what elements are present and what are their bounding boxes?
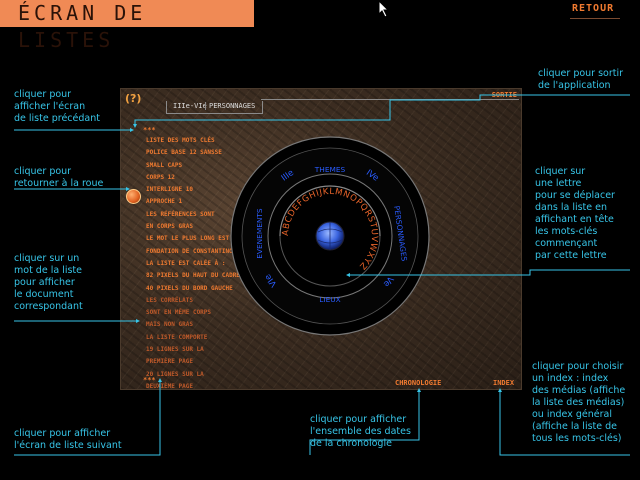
annotation-back-to-wheel: cliquer pour retourner à la roue [14,166,104,189]
list-item[interactable]: SMALL CAPS [146,161,183,169]
list-item[interactable]: DEUXIÈME PAGE [146,382,193,390]
list-item[interactable]: POLICE BASE 12 SANSSE [146,149,222,157]
annotation-exit: cliquer pour sortir de l'application [538,68,624,91]
chronology-button[interactable]: CHRONOLOGIE [395,379,442,387]
annotation-letter: cliquer sur une lettre pour se déplacer … [535,166,615,261]
return-underline [570,18,620,19]
index-button[interactable]: INDEX [493,379,515,387]
wheel-label-5[interactable]: LIEUX [319,295,340,304]
list-item[interactable]: SONT EN MÊME CORPS [146,309,212,317]
annotation-list-word: cliquer sur un mot de la liste pour affi… [14,253,83,312]
list-item[interactable]: FONDATION DE CONSTANTINOPLE [146,247,244,255]
keyword-list: LISTE DES MOTS CLÉS POLICE BASE 12 SANSSE… [146,137,266,390]
tab-period[interactable]: IIIe-VIe [173,102,207,110]
list-item[interactable]: CORPS 12 [146,173,175,181]
annotation-next-screen: cliquer pour afficher l'écran de liste s… [14,428,122,451]
tab-characters[interactable]: PERSONNAGES [205,102,255,110]
list-item[interactable]: APPROCHE 1 [146,198,183,206]
list-item[interactable]: LISTE DES MOTS CLÉS [146,137,215,144]
wheel-arc-top [279,185,381,237]
back-to-wheel-icon[interactable] [126,189,141,204]
list-item[interactable]: EN CORPS GRAS [146,223,193,231]
list-item[interactable]: LA LISTE EST CALÉE À : [146,259,226,267]
help-button[interactable]: (?) [125,92,142,105]
list-item[interactable]: PREMIÈRE PAGE [146,358,193,366]
return-button[interactable]: RETOUR [572,3,615,14]
list-item[interactable]: MAIS NON GRAS [146,321,193,329]
list-item[interactable]: 82 PIXELS DU HAUT DU CADRE [146,272,240,280]
page-title: ÉCRAN DE LISTES [0,0,254,52]
list-item[interactable]: LE MOT LE PLUS LONG EST [146,235,230,243]
list-item[interactable]: INTERLIGNE 10 [146,186,193,194]
mouse-cursor-icon [378,0,390,18]
list-item[interactable]: LES CORRÉLATS [146,296,193,304]
annotation-index: cliquer pour choisir un index : index de… [532,361,626,444]
wheel-label-7[interactable]: EVENEMENTS [255,208,264,259]
annotation-chronology: cliquer pour afficher l'ensemble des dat… [310,414,411,449]
list-item[interactable]: LA LISTE COMPORTE [146,333,208,341]
tab-strip [166,101,263,114]
list-item[interactable]: LES RÉFÉRENCES SONT [146,210,215,218]
hub-grid [317,222,343,250]
previous-page-button[interactable]: *** [143,126,156,134]
list-item[interactable]: 19 LIGNES SUR LA [146,346,204,354]
next-page-button[interactable]: *** [143,376,156,384]
wheel-arc-bottom [279,235,381,287]
list-item[interactable]: 20 LIGNES SUR LA [146,370,204,378]
annotation-previous-screen: cliquer pour afficher l'écran de liste p… [14,89,100,124]
wheel-label-1[interactable]: THEMES [314,165,346,174]
list-item[interactable]: 40 PIXELS DU BORD GAUCHE [146,284,233,292]
